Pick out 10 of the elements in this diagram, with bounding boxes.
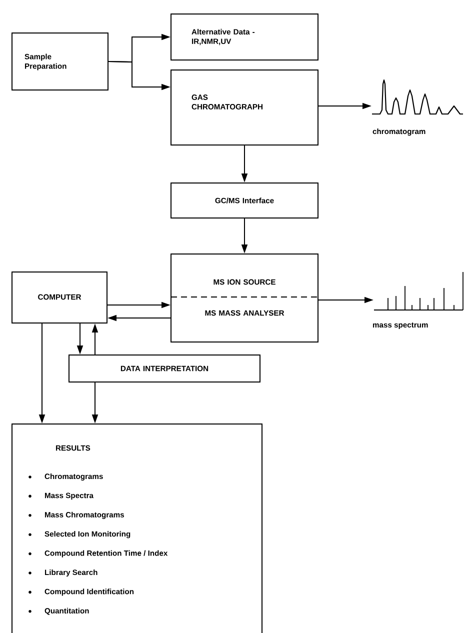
process-box: [170, 70, 318, 146]
process-box: [68, 354, 260, 382]
mass-spectrum-drawing: [374, 272, 464, 310]
process-box: [12, 32, 108, 90]
results-box: [12, 424, 262, 633]
chromatogram-drawing: [372, 79, 463, 115]
process-box: [170, 182, 318, 218]
process-box: [170, 254, 318, 342]
process-box: [170, 14, 318, 60]
process-box: [12, 272, 108, 324]
